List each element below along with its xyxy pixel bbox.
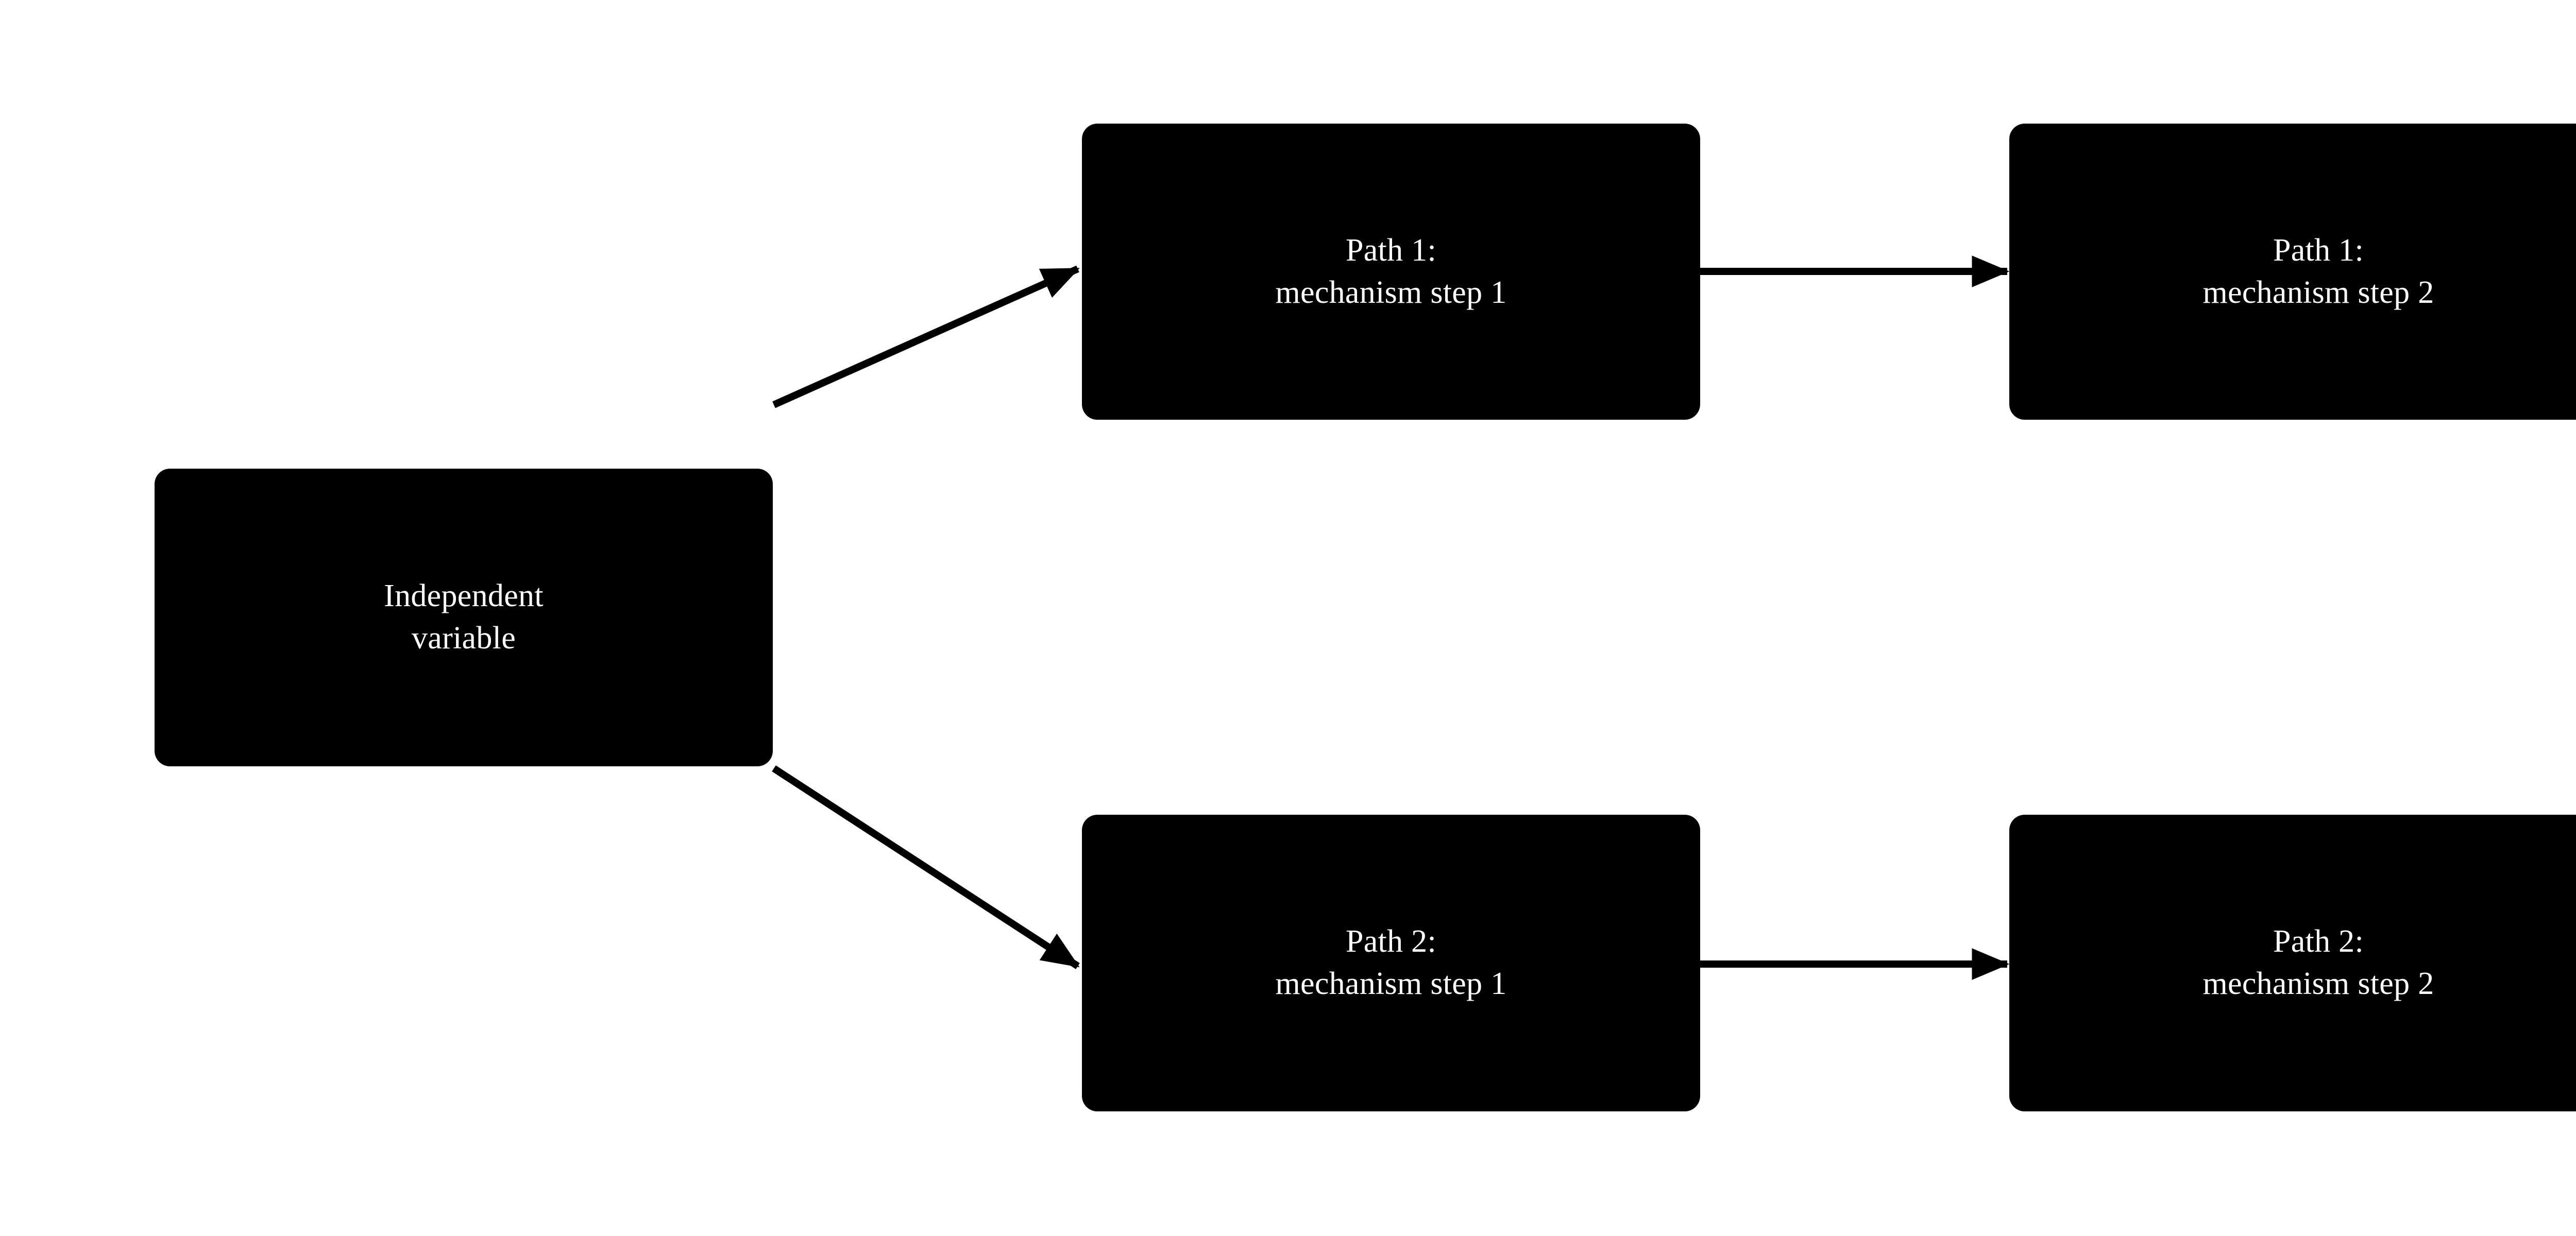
node-independent-variable-label: Independent variable [384, 578, 544, 656]
node-path2-mechanism-step-1[interactable]: Path 2: mechanism step 1 [1082, 815, 1700, 1111]
node-path1-mechanism-step-1[interactable]: Path 1: mechanism step 1 [1082, 124, 1700, 420]
node-path1-mechanism-step-2[interactable]: Path 1: mechanism step 2 [2009, 124, 2576, 420]
node-path2-mechanism-step-1-label: Path 2: mechanism step 1 [1275, 924, 1507, 1001]
node-path1-mechanism-step-2-label: Path 1: mechanism step 2 [2202, 232, 2434, 310]
node-path1-mechanism-step-1-label: Path 1: mechanism step 1 [1275, 232, 1507, 310]
node-path2-mechanism-step-2[interactable]: Path 2: mechanism step 2 [2009, 815, 2576, 1111]
node-path2-mechanism-step-2-label: Path 2: mechanism step 2 [2202, 924, 2434, 1001]
edge-independent-to-path2-step1 [772, 765, 1080, 969]
edge-independent-to-path1-step1 [772, 265, 1080, 408]
node-independent-variable[interactable]: Independent variable [155, 469, 773, 766]
